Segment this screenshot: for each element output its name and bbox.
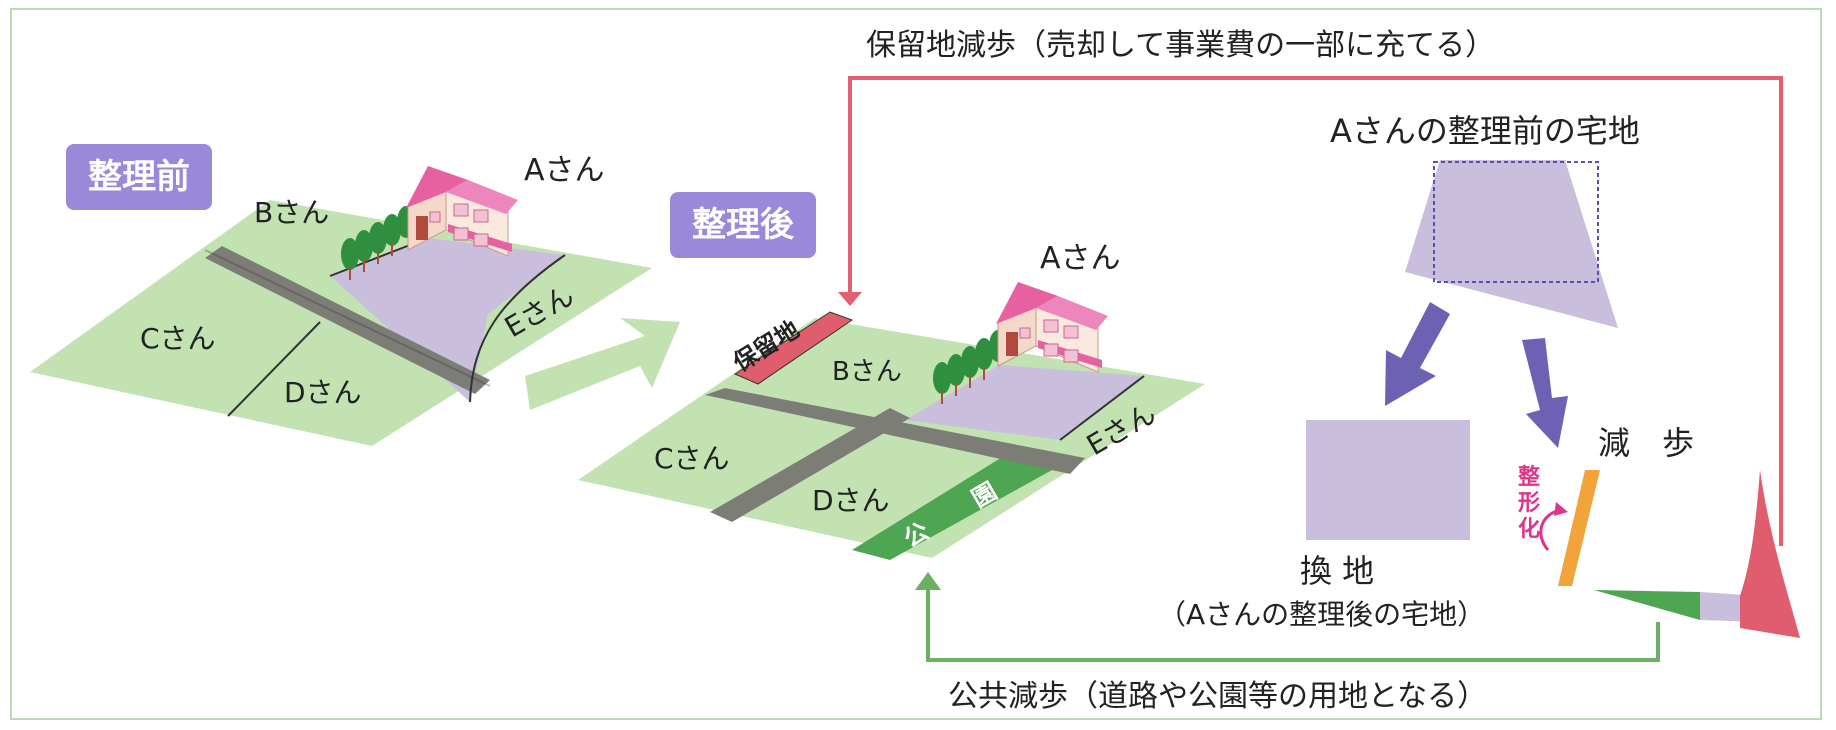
label-reduction: 減 歩 xyxy=(1598,424,1694,462)
label-a-before-land: Aさんの整理前の宅地 xyxy=(1330,112,1640,150)
label-b-before: Bさん xyxy=(254,196,329,229)
road-before xyxy=(205,246,490,394)
before-badge xyxy=(66,144,212,210)
label-b-after: Bさん xyxy=(832,357,902,387)
a-before-land-dashed-box xyxy=(1433,161,1599,283)
before-badge-label: 整理前 xyxy=(88,157,190,197)
label-replot: 換 地 xyxy=(1300,552,1374,590)
reserve-reduction-line xyxy=(848,76,1783,546)
road-before-edge-top xyxy=(204,249,491,387)
road-after-vertical xyxy=(710,408,910,522)
public-reduction-line xyxy=(926,584,1660,662)
label-d-before: Dさん xyxy=(284,376,362,409)
label-replot-note: （Aさんの整理後の宅地） xyxy=(1158,598,1485,631)
plot-c-d-boundary xyxy=(227,321,321,417)
arrow-to-reduction xyxy=(1522,338,1568,448)
after-map xyxy=(578,281,1205,560)
park-strip xyxy=(852,446,1052,560)
label-c-before: Cさん xyxy=(140,322,216,355)
a-before-land-shape xyxy=(1405,160,1618,328)
road-after-horizontal xyxy=(705,388,1085,474)
arrow-to-replot xyxy=(1385,302,1450,406)
reserved-land-strip xyxy=(733,311,854,385)
transition-arrow xyxy=(525,318,680,410)
reshape-arrow-head xyxy=(1554,502,1568,516)
plot-e-boundary xyxy=(469,254,566,403)
plot-e-after-boundary xyxy=(1059,375,1145,441)
public-reduction-arrowhead xyxy=(915,572,941,590)
label-a-after: Aさん xyxy=(1040,241,1121,276)
label-reshape-1: 整 xyxy=(1518,464,1540,490)
reshape-bowtie xyxy=(1558,470,1600,586)
reserve-reduction-arrowhead xyxy=(838,292,862,306)
label-a-before: Aさん xyxy=(524,153,605,188)
label-reshape-2: 形 xyxy=(1518,491,1540,516)
plot-a-before xyxy=(330,238,565,402)
after-badge-label: 整理後 xyxy=(692,205,795,245)
label-reserve-reduction: 保留地減歩（売却して事業費の一部に充てる） xyxy=(866,28,1495,63)
reshape-arrow xyxy=(1539,508,1561,551)
after-badge xyxy=(670,192,816,258)
reduction-tail xyxy=(1740,470,1800,638)
replot-square xyxy=(1306,420,1470,540)
reduction-public-part xyxy=(1594,590,1700,620)
label-d-after: Dさん xyxy=(812,484,890,517)
diagram-frame xyxy=(10,8,1822,720)
label-public-reduction: 公共減歩（道路や公園等の用地となる） xyxy=(948,679,1487,714)
label-c-after: Cさん xyxy=(654,442,730,475)
before-map xyxy=(30,165,652,446)
label-reshape-3: 化 xyxy=(1518,516,1540,542)
